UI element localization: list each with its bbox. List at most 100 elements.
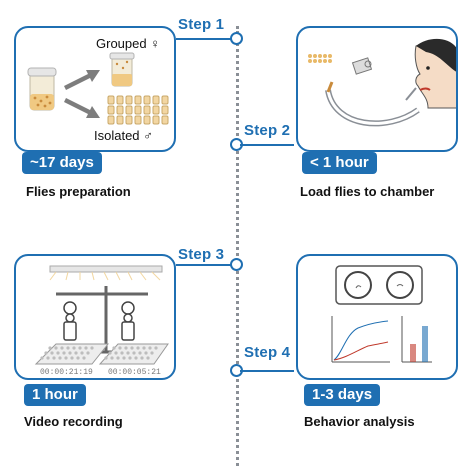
arena-well	[118, 346, 122, 350]
arena-well	[148, 346, 152, 350]
isolated-tube	[134, 95, 142, 105]
step1-label: Step 1	[178, 16, 225, 33]
arena-well	[146, 356, 150, 360]
video-recording-panel: 00:00:21:19 00:00:05:21	[14, 254, 176, 380]
step1-connector	[176, 38, 232, 40]
arena-well	[40, 356, 44, 360]
step3-duration-badge: 1 hour	[24, 384, 86, 406]
arena-well	[44, 351, 48, 355]
step1-caption: Flies preparation	[26, 184, 131, 199]
isolated-tube	[152, 95, 160, 105]
isolated-tube	[134, 105, 142, 115]
isolated-tube	[116, 105, 124, 115]
arena-well	[114, 351, 118, 355]
timestamp-right: 00:00:05:21	[108, 368, 161, 377]
arena-well	[112, 346, 116, 350]
arena-well	[70, 356, 74, 360]
arena-well	[48, 346, 52, 350]
timestamp-left: 00:00:21:19	[40, 368, 93, 377]
behavior-analysis-panel	[296, 254, 458, 380]
step4-label: Step 4	[244, 344, 291, 361]
arena-well	[86, 351, 90, 355]
arena-well	[68, 351, 72, 355]
arena-well	[58, 356, 62, 360]
arena-well	[124, 346, 128, 350]
isolated-tube	[152, 105, 160, 115]
timeline-dotted-line	[236, 26, 239, 466]
arena-well	[138, 351, 142, 355]
flies-preparation-panel: Grouped ♀ Isolated ♂	[14, 26, 176, 152]
isolated-tube	[116, 95, 124, 105]
step2-connector	[240, 144, 294, 146]
arena-well	[110, 356, 114, 360]
arena-well	[120, 351, 124, 355]
arena-well	[46, 356, 50, 360]
flies-preparation-illustration: Grouped ♀ Isolated ♂	[27, 36, 169, 143]
step2-duration-badge: < 1 hour	[302, 152, 377, 174]
arena-well	[74, 351, 78, 355]
isolated-tube	[107, 115, 115, 125]
arena-well	[136, 346, 140, 350]
video-recording-illustration: 00:00:21:19 00:00:05:21	[34, 265, 169, 377]
arena-well	[62, 351, 66, 355]
arena-well	[64, 356, 68, 360]
arena-well	[150, 351, 154, 355]
arena-well	[80, 351, 84, 355]
arena-well	[132, 351, 136, 355]
isolated-tube	[161, 115, 169, 125]
isolated-tube	[107, 105, 115, 115]
arena-wells	[40, 346, 158, 360]
arena-well	[84, 346, 88, 350]
arena-well	[78, 346, 82, 350]
isolated-tube	[152, 115, 160, 125]
arena-well	[52, 356, 56, 360]
isolated-tube	[116, 115, 124, 125]
grouped-label: Grouped ♀	[96, 36, 160, 51]
step3-caption: Video recording	[24, 414, 123, 429]
arena-well	[54, 346, 58, 350]
arena-well	[128, 356, 132, 360]
arena-well	[142, 346, 146, 350]
isolated-tube	[107, 95, 115, 105]
load-chamber-panel	[296, 26, 458, 152]
isolated-tube	[143, 95, 151, 105]
isolated-label: Isolated ♂	[94, 128, 153, 143]
isolated-tube	[143, 115, 151, 125]
arena-well	[126, 351, 130, 355]
isolated-tube	[161, 95, 169, 105]
arena-well	[122, 356, 126, 360]
isolated-tube	[161, 105, 169, 115]
step2-label: Step 2	[244, 122, 291, 139]
arena-well	[66, 346, 70, 350]
step4-caption: Behavior analysis	[304, 414, 415, 429]
step3-label: Step 3	[178, 246, 225, 263]
isolated-tube	[143, 105, 151, 115]
arena-well	[60, 346, 64, 350]
isolated-tubes-grid	[107, 95, 169, 125]
arena-well	[50, 351, 54, 355]
step2-caption: Load flies to chamber	[300, 184, 435, 199]
step1-duration-badge: ~17 days	[22, 152, 102, 174]
isolated-tube	[125, 95, 133, 105]
behavior-analysis-illustration	[331, 265, 432, 363]
arena-well	[56, 351, 60, 355]
load-chamber-illustration	[308, 38, 456, 127]
arena-well	[82, 356, 86, 360]
arena-well	[144, 351, 148, 355]
arena-well	[154, 346, 158, 350]
arena-well	[130, 346, 134, 350]
isolated-tube	[125, 115, 133, 125]
arena-well	[72, 346, 76, 350]
arena-well	[116, 356, 120, 360]
step4-connector	[240, 370, 294, 372]
arena-well	[76, 356, 80, 360]
isolated-tube	[125, 105, 133, 115]
arena-well	[108, 351, 112, 355]
arena-well	[90, 346, 94, 350]
arena-well	[140, 356, 144, 360]
isolated-tube	[134, 115, 142, 125]
arena-well	[104, 356, 108, 360]
arena-well	[134, 356, 138, 360]
step3-connector	[176, 264, 232, 266]
step4-duration-badge: 1-3 days	[304, 384, 381, 406]
